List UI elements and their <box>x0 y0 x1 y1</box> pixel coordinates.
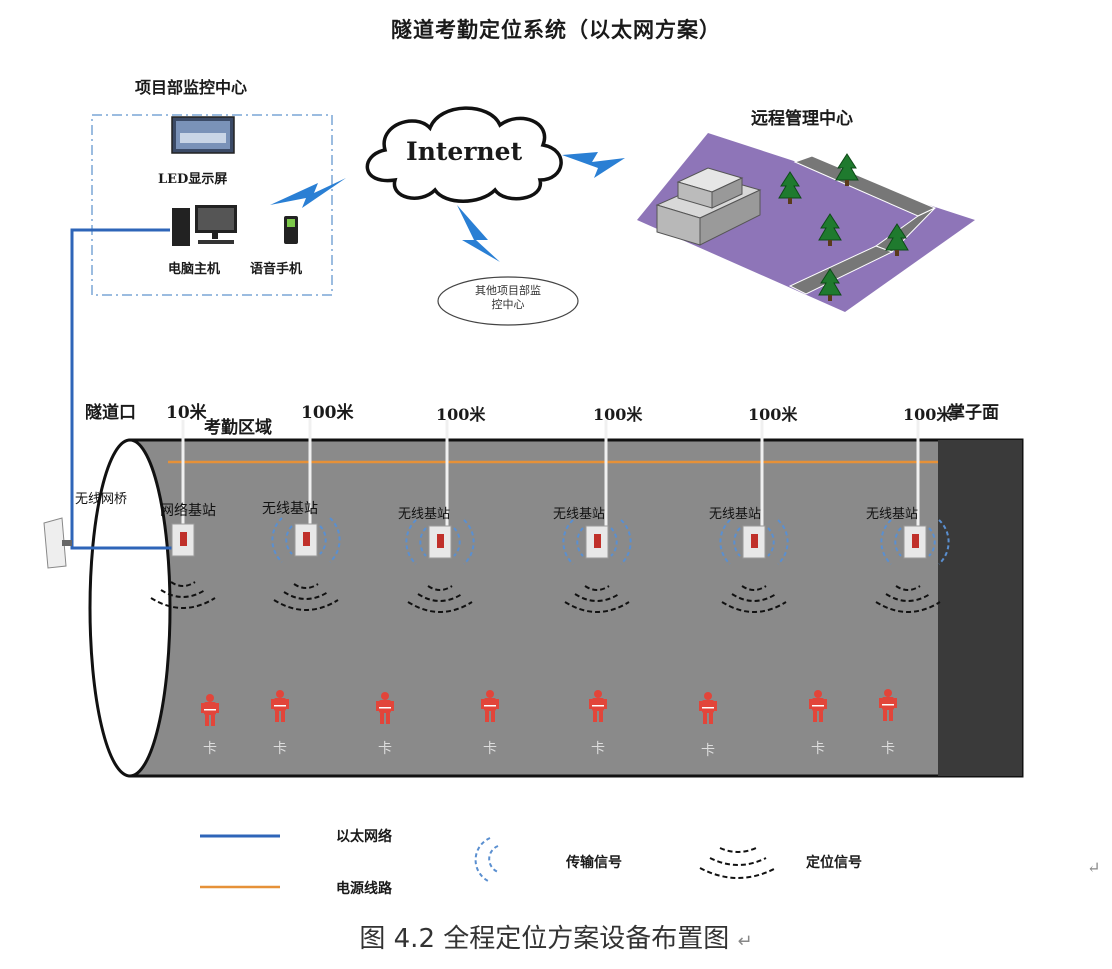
phone-label: 语音手机 <box>250 262 303 277</box>
card-label: 卡 <box>881 741 895 757</box>
card-label: 卡 <box>378 741 392 757</box>
legend-transmit-label: 传输信号 <box>566 855 622 871</box>
distance-label: 100米 <box>903 405 953 424</box>
station-icon <box>903 525 927 559</box>
legend-locate-icon <box>699 847 777 879</box>
station-label: 网络基站 <box>160 503 216 519</box>
led-label: LED显示屏 <box>158 172 228 187</box>
tunnel-entrance <box>88 438 172 778</box>
card-label: 卡 <box>811 741 825 757</box>
distance-label: 100米 <box>436 405 486 424</box>
card-label: 卡 <box>273 741 287 757</box>
station-label: 无线基站 <box>262 501 318 517</box>
card-label: 卡 <box>591 741 605 757</box>
remote-center-illustration <box>637 133 975 312</box>
distance-label: 100米 <box>593 405 643 424</box>
legend-locate-label: 定位信号 <box>806 855 862 871</box>
card-label: 卡 <box>203 741 217 757</box>
wireless-bridge-label: 无线网桥 <box>75 492 128 507</box>
legend-transmit-icon <box>474 837 499 883</box>
monitor-center-box <box>91 114 333 296</box>
diagram-title: 隧道考勤定位系统（以太网方案） <box>391 17 721 42</box>
station-icon <box>171 523 195 557</box>
tunnel-face <box>938 440 1022 776</box>
tunnel-face-label: 掌子面 <box>948 403 999 423</box>
wireless-bridge-icon <box>43 517 72 569</box>
internet-cloud <box>365 106 563 203</box>
card-label: 卡 <box>483 741 497 757</box>
station-label: 无线基站 <box>709 507 762 522</box>
station-label: 无线基站 <box>398 507 451 522</box>
distance-label: 100米 <box>301 403 354 423</box>
pc-label: 电脑主机 <box>168 262 221 277</box>
bolt-icon <box>562 152 625 178</box>
return-mark: ↵ <box>1087 858 1101 877</box>
station-icon <box>428 525 452 559</box>
attendance-area-label: 考勤区域 <box>204 418 272 438</box>
distance-label: 10米 <box>166 403 207 423</box>
station-label: 无线基站 <box>866 507 919 522</box>
distance-label: 100米 <box>748 405 798 424</box>
return-mark: ↵ <box>737 931 753 952</box>
bolt-icon <box>457 205 500 262</box>
legend-ethernet-label: 以太网络 <box>336 829 392 845</box>
tunnel-entrance-label: 隧道口 <box>85 403 136 423</box>
card-label: 卡 <box>701 743 715 759</box>
remote-center-title: 远程管理中心 <box>751 109 853 129</box>
station-icon <box>294 523 318 557</box>
figure-caption: 图 4.2 全程定位方案设备布置图 ↵ <box>0 918 1112 955</box>
other-center-line: 控中心 <box>491 298 525 311</box>
monitor-center-title: 项目部监控中心 <box>135 78 248 97</box>
station-label: 无线基站 <box>553 507 606 522</box>
phone-icon <box>284 216 298 244</box>
internet-label: Internet <box>406 137 523 166</box>
pc-icon <box>172 205 237 246</box>
station-icon <box>742 525 766 559</box>
legend-power-label: 电源线路 <box>336 881 392 897</box>
ethernet-line <box>70 228 182 550</box>
caption-text: 图 4.2 全程定位方案设备布置图 <box>359 924 730 954</box>
station-icon <box>585 525 609 559</box>
bolt-icon <box>270 178 346 208</box>
other-center-label: 其他项目部监 控中心 <box>448 284 568 312</box>
other-center-line: 其他项目部监 <box>475 284 541 297</box>
other-center-ellipse <box>437 276 579 326</box>
